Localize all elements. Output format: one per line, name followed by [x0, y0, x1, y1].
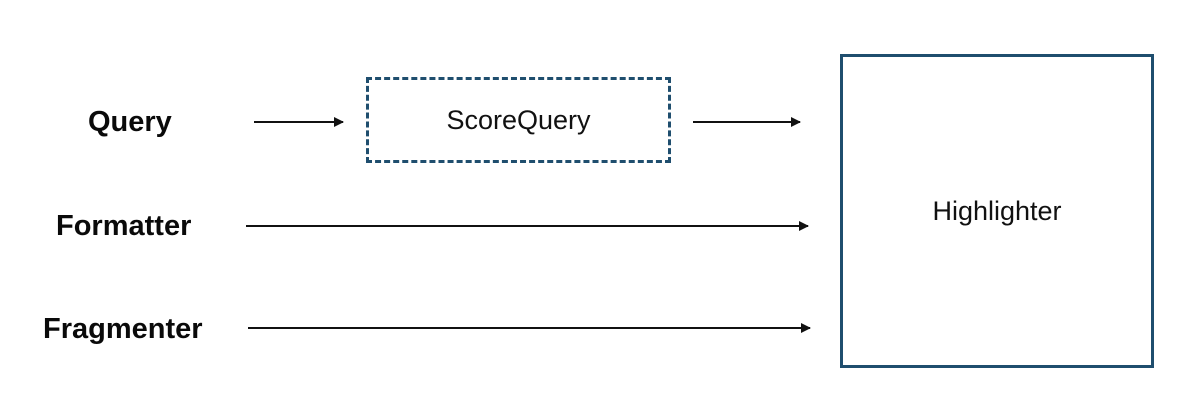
fragmenter-label: Fragmenter: [43, 313, 203, 345]
query-label: Query: [88, 106, 172, 138]
highlighter-box: Highlighter: [840, 54, 1154, 368]
score-query-box: ScoreQuery: [366, 77, 671, 163]
score-query-label: ScoreQuery: [446, 105, 591, 135]
formatter-label: Formatter: [56, 210, 192, 242]
highlighter-label: Highlighter: [932, 196, 1062, 226]
